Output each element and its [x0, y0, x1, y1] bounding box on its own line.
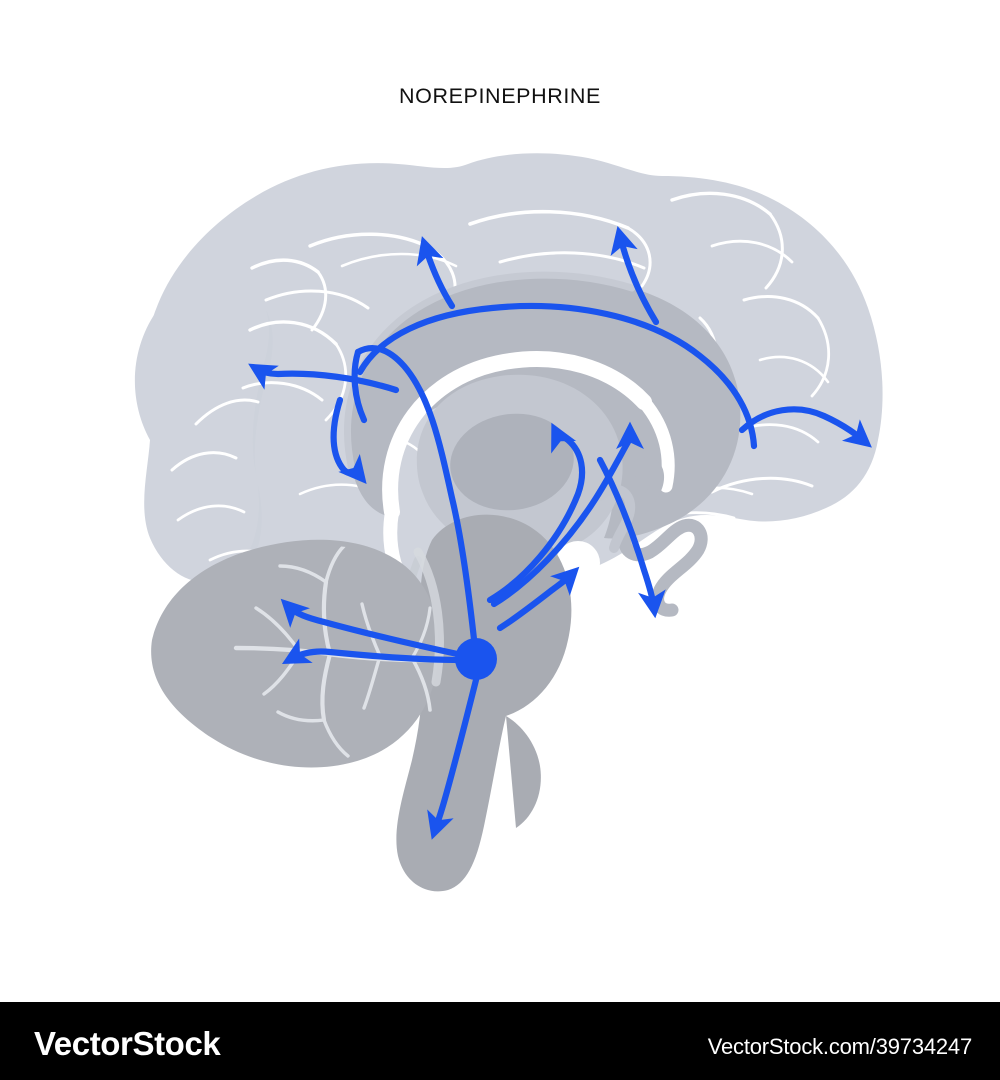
pathway-spinal-cord: [427, 668, 482, 840]
pathway-hypothalamus: [496, 566, 580, 632]
norepinephrine-pathways: [248, 225, 872, 840]
vectorstock-logo: VectorStock: [34, 1025, 221, 1062]
brain-diagram-svg: [134, 153, 883, 892]
corpus-callosum: [344, 271, 741, 539]
pathway-left-frontal: [248, 363, 400, 394]
pathway-cingulate-descend: [351, 348, 368, 424]
pathway-prefrontal-cortex: [610, 225, 660, 326]
watermark-footer: VectorStock VectorStock.com/39734247: [0, 1002, 1000, 1080]
pathway-temporal-lobe: [330, 396, 367, 484]
pathway-hippocampus: [596, 456, 666, 619]
pathway-cerebellum-upper: [280, 598, 466, 659]
pathway-frontal-cortex: [416, 236, 456, 310]
pathway-cingulate-arc: [356, 302, 758, 450]
pathway-ascending-trunk: [354, 345, 480, 662]
locus-coeruleus-node: [455, 638, 497, 680]
page-title: NOREPINEPHRINE: [399, 84, 601, 108]
pathway-occipital: [738, 406, 872, 448]
pathway-cerebellum-lower: [281, 638, 466, 665]
vectorstock-url: VectorStock.com/39734247: [707, 1034, 972, 1059]
thalamus-core: [450, 413, 574, 511]
pathway-posterior-cingulate: [490, 421, 644, 608]
pathway-thalamus: [486, 422, 586, 604]
